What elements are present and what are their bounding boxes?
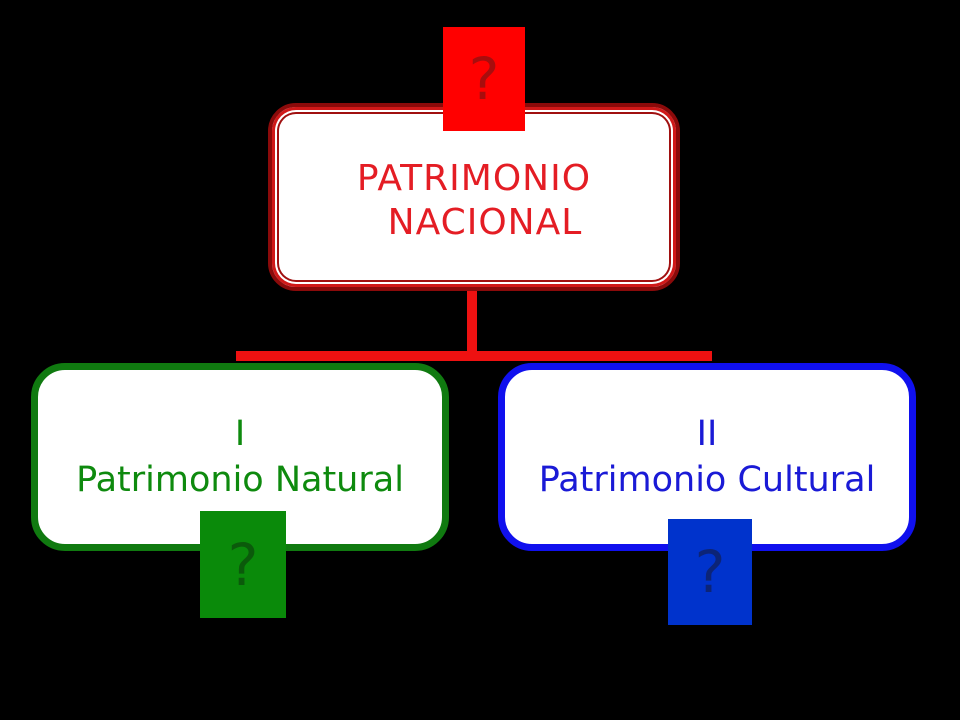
root-node-patrimonio-nacional: PATRIMONIO NACIONAL xyxy=(268,103,680,291)
child-node-cultural-numeral: II xyxy=(696,414,718,454)
root-node-title-line-2: NACIONAL xyxy=(387,202,583,243)
connector-root-down xyxy=(467,285,477,357)
child-node-natural-label: Patrimonio Natural xyxy=(76,460,404,500)
connector-branch xyxy=(236,351,712,361)
child-node-patrimonio-cultural: II Patrimonio Cultural xyxy=(498,363,916,551)
question-badge-natural[interactable]: ? xyxy=(200,511,286,618)
root-node-title-line-1: PATRIMONIO xyxy=(356,158,592,199)
child-node-natural-numeral: I xyxy=(234,414,246,454)
question-badge-root[interactable]: ? xyxy=(443,27,525,131)
child-node-cultural-label: Patrimonio Cultural xyxy=(538,460,876,500)
question-badge-cultural[interactable]: ? xyxy=(668,519,752,625)
